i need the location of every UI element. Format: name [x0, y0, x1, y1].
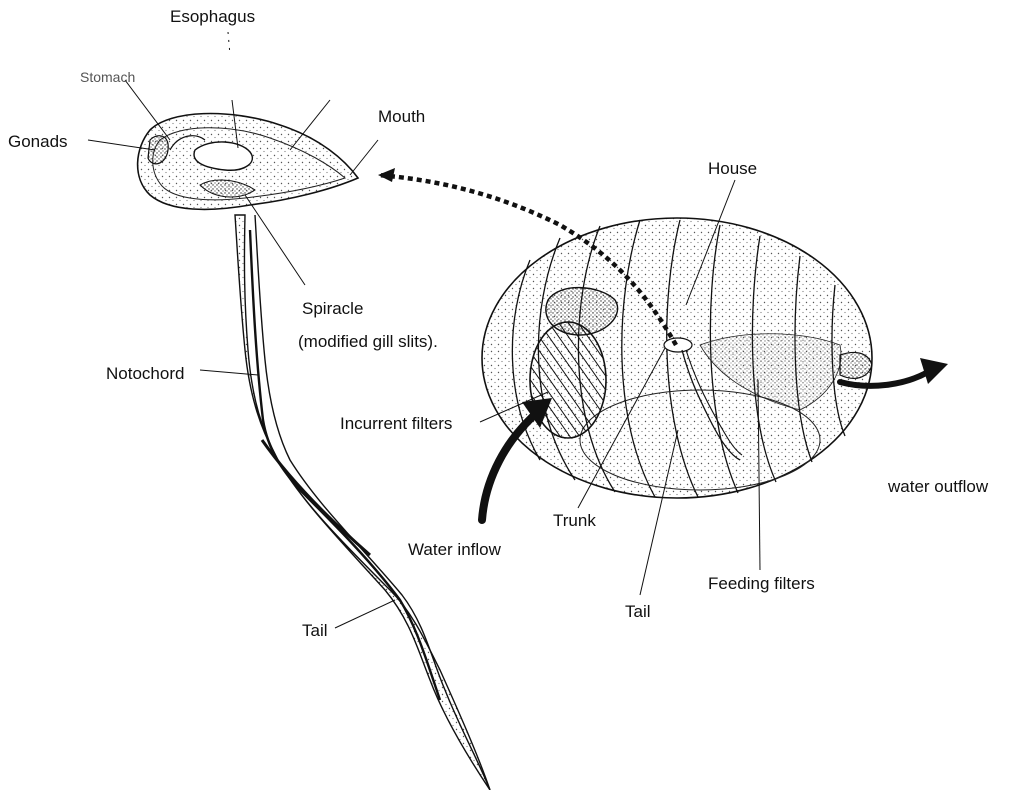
trail-arrowhead — [378, 168, 395, 182]
label-mouth: Mouth — [378, 108, 425, 125]
house — [482, 218, 872, 498]
label-spiracle: Spiracle — [302, 300, 363, 317]
label-esophagus: Esophagus — [170, 8, 255, 25]
water-outflow-arrowhead — [920, 358, 948, 384]
label-water-outflow: water outflow — [888, 478, 988, 495]
label-trunk: Trunk — [553, 512, 596, 529]
label-house: House — [708, 160, 757, 177]
label-tail-house: Tail — [625, 603, 651, 620]
label-gonads: Gonads — [8, 133, 68, 150]
label-feeding-filters: Feeding filters — [708, 575, 815, 592]
label-tail-larva: Tail — [302, 622, 328, 639]
label-incurrent-filters: Incurrent filters — [340, 415, 452, 432]
label-stomach: Stomach — [80, 70, 135, 84]
animal-body — [138, 114, 358, 210]
label-water-inflow: Water inflow — [408, 541, 501, 558]
label-notochord: Notochord — [106, 365, 184, 382]
label-spiracle-note: (modified gill slits). — [298, 333, 438, 350]
